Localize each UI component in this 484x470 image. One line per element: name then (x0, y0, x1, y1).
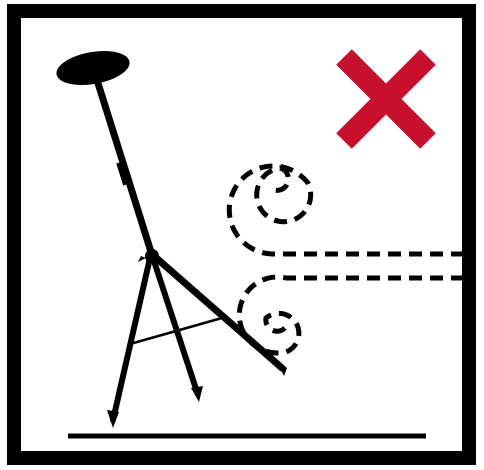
head-knob (138, 256, 146, 262)
tripod-pole-icon (54, 46, 287, 428)
antenna-disc (54, 46, 132, 90)
leg-foot-middle (191, 386, 203, 402)
wind-swirl-upper (229, 166, 464, 254)
red-x-prohibited-icon (344, 57, 428, 141)
leg-foot-left (107, 410, 119, 428)
wind-gust-icon (229, 166, 464, 353)
pole-clamp (121, 162, 128, 184)
wind-swirl-lower (239, 277, 464, 353)
